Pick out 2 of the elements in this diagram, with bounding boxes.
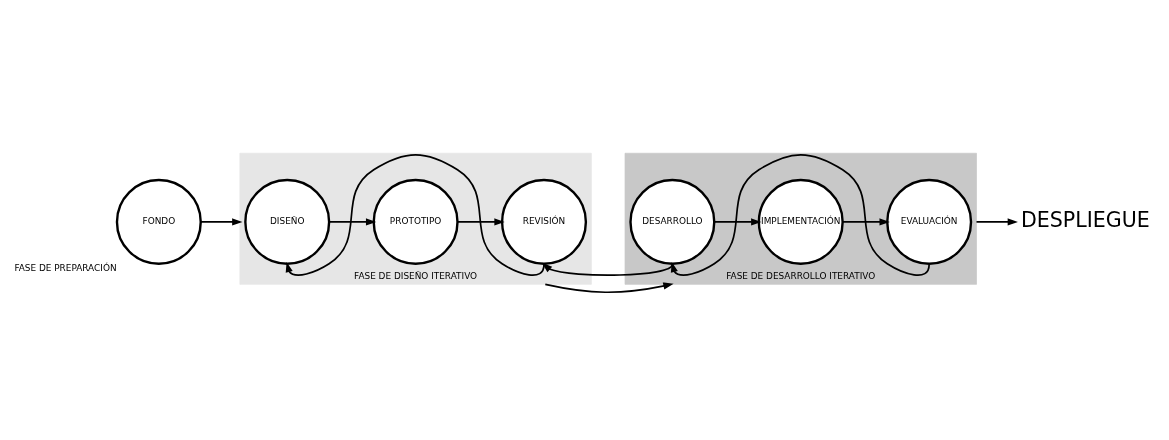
node-label: FASE DE PREPARACIÓN [14, 262, 117, 273]
node-text: DESPLIEGUE [1020, 208, 1150, 233]
